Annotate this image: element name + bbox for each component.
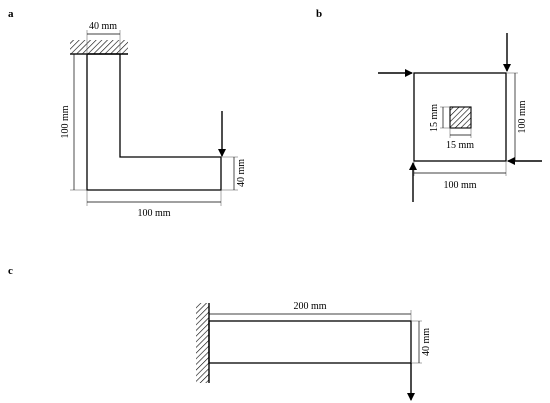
dim-label-bottom: 100 mm (137, 208, 170, 219)
panel-b: b 15 mm 15 mm 100 mm 100 mm (316, 8, 542, 202)
hatched-hole-shape (449, 106, 472, 129)
dim-label-hole-v: 15 mm (429, 104, 440, 132)
dim-label-right: 40 mm (421, 328, 432, 356)
panel-a-label: a (8, 8, 14, 20)
panel-c: c 200 mm 40 mm (8, 265, 432, 401)
panel-b-label: b (316, 8, 322, 20)
dim-label-left: 100 mm (60, 105, 71, 138)
fixed-wall-hatch (196, 303, 209, 383)
dim-label-right: 40 mm (236, 159, 247, 187)
cantilever-beam-shape (208, 320, 412, 364)
panel-c-label: c (8, 265, 13, 277)
dim-label-bottom: 100 mm (443, 180, 476, 191)
l-bracket-shape (86, 53, 222, 191)
fixed-support-hatch (70, 40, 128, 54)
dim-label-hole-h: 15 mm (446, 140, 474, 151)
dim-label-right: 100 mm (517, 100, 528, 133)
square-plate-shape (413, 72, 507, 162)
dim-label-top: 40 mm (89, 21, 117, 32)
dim-label-top: 200 mm (293, 301, 326, 312)
panel-a: a 40 mm 100 mm 40 mm 100 mm (8, 8, 247, 219)
